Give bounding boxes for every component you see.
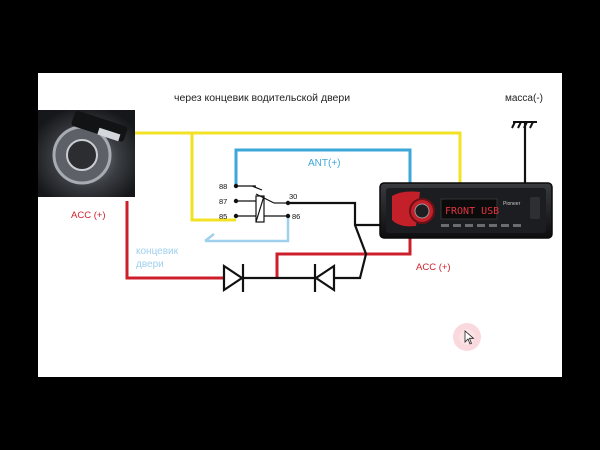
ground-antenna-icon [511,121,537,129]
relay-pin-88: 88 [219,182,227,191]
diagram-canvas: FRONT USB Pioneer через концевик водител… [38,73,562,377]
door-switch-label-line2: двери [136,259,164,270]
red-wire [125,201,412,280]
yellow-wire [135,131,462,222]
diode-icon [313,263,336,293]
relay-icon [233,183,291,223]
ant-label: ANT(+) [308,158,341,169]
mouse-cursor-icon [453,323,481,351]
diode-icon [222,263,245,293]
acc-right-label: ACC (+) [416,262,451,273]
car-radio-icon: FRONT USB Pioneer [379,182,553,239]
radio-display: FRONT USB [445,206,499,217]
door-switch-wire [204,216,290,243]
door-switch-label-line1: концевик [136,246,179,257]
relay-pin-86: 86 [292,212,300,221]
relay-pin-30: 30 [289,192,297,201]
acc-left-label: ACC (+) [71,210,106,221]
diagram-title: через концевик водительской двери [174,92,350,104]
radio-brand-logo: Pioneer [503,201,521,207]
relay-pin-87: 87 [219,197,227,206]
ground-label: масса(-) [505,93,543,104]
ignition-key-icon [38,110,135,197]
black-wire [244,122,527,280]
wiring-diagram: FRONT USB Pioneer через концевик водител… [38,92,553,351]
relay-pin-85: 85 [219,212,227,221]
blue-ant-wire [234,148,412,186]
